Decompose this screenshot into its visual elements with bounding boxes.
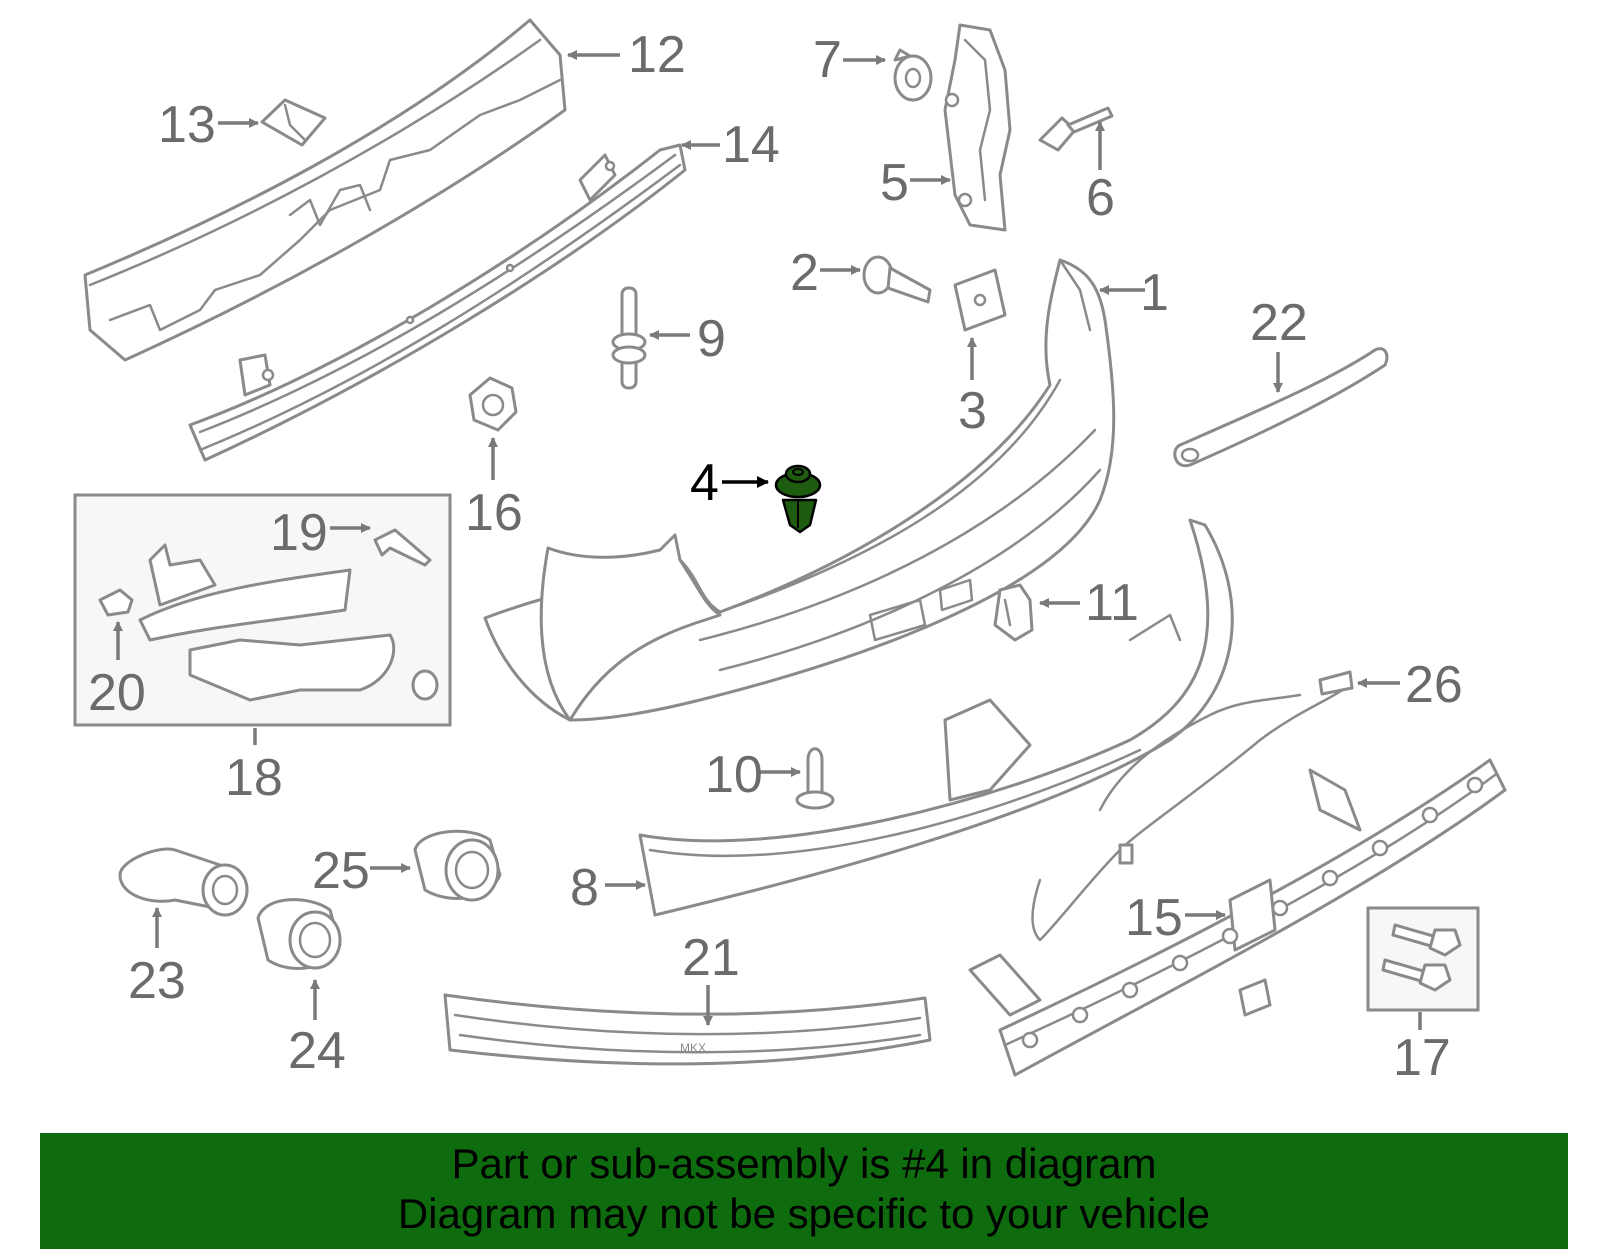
svg-text:19: 19 [270,504,328,562]
part-22-reflector [1173,347,1389,468]
part-25-sensor-bezel [413,829,502,902]
svg-text:21: 21 [682,929,740,987]
callout-16: 16 [465,437,523,542]
svg-text:5: 5 [880,154,909,212]
callout-2: 2 [790,244,861,302]
svg-text:20: 20 [88,664,146,722]
svg-text:2: 2 [790,244,819,302]
svg-text:13: 13 [158,96,216,154]
svg-text:10: 10 [705,746,763,804]
callout-26: 26 [1357,656,1463,714]
svg-text:9: 9 [697,310,726,368]
part-12-energy-absorber [83,18,567,362]
callout-5: 5 [880,154,951,212]
svg-text:22: 22 [1250,294,1308,352]
svg-text:7: 7 [813,31,842,89]
callout-24: 24 [288,979,346,1080]
info-banner: Part or sub-assembly is #4 in diagram Di… [40,1133,1568,1249]
svg-text:3: 3 [958,382,987,440]
callout-11: 11 [1039,574,1139,632]
part-14-reinforcement [188,143,687,462]
svg-text:6: 6 [1086,169,1115,227]
callout-23: 23 [128,907,186,1010]
callout-9: 9 [649,310,726,368]
banner-line-2: Diagram may not be specific to your vehi… [397,1190,1211,1237]
callout-6: 6 [1086,121,1115,227]
part-2-screw [862,255,932,304]
part-3-nut-plate [953,268,1007,332]
part-26-wiring-harness [1031,670,1354,942]
svg-text:23: 23 [128,952,186,1010]
callout-13: 13 [158,96,259,154]
part-1-bumper-cover [483,258,1116,722]
svg-text:17: 17 [1393,1029,1451,1087]
part-6-rivet [1038,106,1114,152]
callout-14: 14 [681,116,780,174]
part-15-tow-bar [968,758,1507,1077]
callout-19: 19 [270,504,371,562]
callout-22: 22 [1250,294,1308,393]
part-17-bolt-kit [1366,906,1480,1012]
svg-text:18: 18 [225,749,283,807]
callout-12: 12 [567,26,686,84]
part-23-parking-sensor [118,847,249,917]
svg-text:12: 12 [628,26,686,84]
callout-3: 3 [958,337,987,440]
part-4-push-clip-highlighted [774,464,822,534]
part-13-clip [260,98,327,147]
svg-text:1: 1 [1140,264,1169,322]
part-11-bracket [993,583,1034,642]
svg-text:24: 24 [288,1022,346,1080]
svg-text:15: 15 [1125,889,1183,947]
part-8-lower-valance [638,518,1234,917]
part-7-push-pin [893,48,933,102]
callout-18: 18 [225,728,283,807]
callout-8: 8 [570,859,646,917]
part-10-pin [795,747,835,810]
banner-line-1: Part or sub-assembly is #4 in diagram [451,1140,1157,1187]
part-16-nut [468,376,518,432]
callout-25: 25 [312,842,411,900]
callout-15: 15 [1125,889,1226,947]
part-19-clip [373,528,432,567]
part-5-bracket [943,23,1012,232]
svg-text:4: 4 [690,454,719,512]
step-pad-text: MKX [680,1041,706,1055]
callout-21: 21 [682,929,740,1026]
part-9-stud [611,286,647,390]
part-24-sensor-bezel [256,898,342,970]
callout-20: 20 [88,621,146,722]
callout-4: 4 [690,454,769,512]
callout-1: 1 [1099,264,1169,322]
callout-17: 17 [1393,1012,1451,1087]
callout-10: 10 [705,746,801,804]
svg-text:26: 26 [1405,656,1463,714]
svg-text:14: 14 [722,116,780,174]
svg-text:11: 11 [1085,574,1139,632]
svg-text:8: 8 [570,859,599,917]
svg-text:25: 25 [312,842,370,900]
callout-7: 7 [813,31,886,89]
part-21-step-pad: MKX [443,993,932,1066]
svg-text:16: 16 [465,484,523,542]
